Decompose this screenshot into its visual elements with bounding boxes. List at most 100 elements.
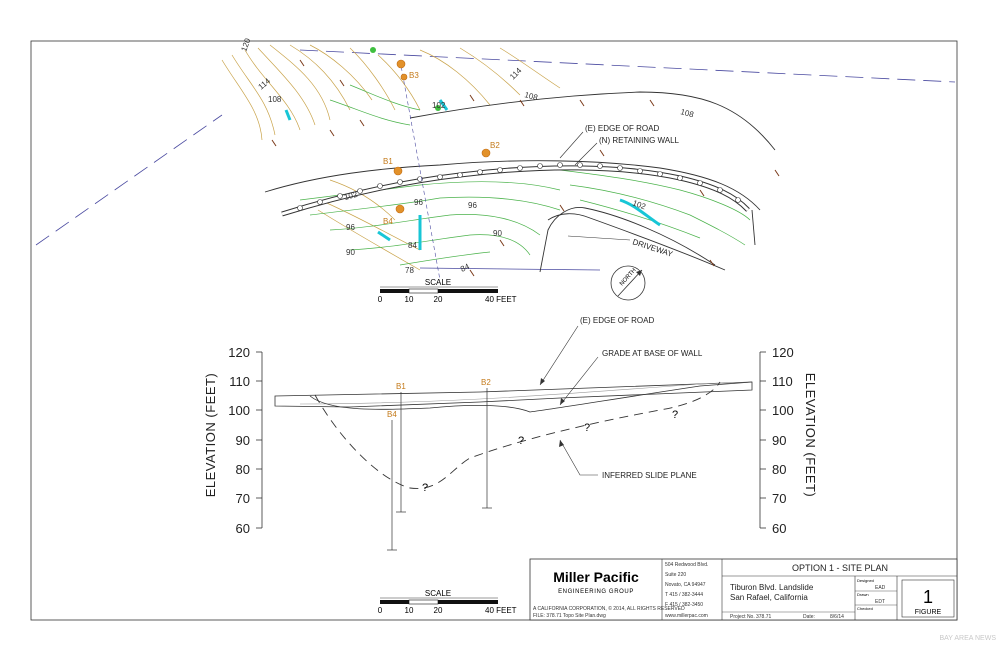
left-axis-ticks (256, 351, 262, 529)
property-line (299, 49, 956, 83)
plan-boring-b4: B4 (383, 217, 393, 226)
right-tick-labels: 120 110 100 90 80 70 60 (772, 345, 794, 536)
address-line: Suite 220 (665, 572, 686, 578)
property-line (35, 114, 223, 246)
svg-text:96: 96 (468, 201, 477, 210)
website: www.millerpac.com (665, 613, 708, 619)
vegetation (271, 59, 780, 277)
svg-text:90: 90 (236, 433, 250, 448)
svg-text:20: 20 (434, 606, 443, 615)
boring-symbols (393, 59, 491, 214)
svg-text:60: 60 (236, 521, 250, 536)
question-mark: ? (422, 482, 428, 494)
sheet-border (30, 40, 958, 621)
company-subtitle: ENGINEERING GROUP (558, 589, 634, 595)
svg-text:108: 108 (523, 90, 539, 102)
project-no: 378.71 (756, 614, 772, 620)
section-boring-b4: B4 (387, 410, 397, 419)
fax: F 415 / 382-3450 (665, 602, 703, 608)
date-label: Date: (803, 614, 815, 620)
svg-text:120: 120 (239, 37, 252, 53)
section-slide-label: INFERRED SLIDE PLANE (602, 471, 697, 480)
svg-text:102: 102 (343, 190, 359, 202)
project-no-label: Project No. (730, 614, 755, 620)
edge-of-road-leader (539, 325, 579, 386)
address-line: 504 Redwood Blvd. (665, 562, 708, 568)
file-name: FILE: 378.71 Topo Site Plan.dwg (533, 613, 606, 619)
wall-piers (297, 162, 741, 211)
drawn-label: Drawn (857, 592, 869, 597)
svg-text:114: 114 (508, 66, 524, 82)
grade-line (299, 381, 753, 405)
sheet-title: OPTION 1 - SITE PLAN (792, 563, 888, 573)
svg-text:102: 102 (432, 101, 446, 110)
phone: T 415 / 382-3444 (665, 592, 703, 598)
road-slab (274, 381, 753, 408)
svg-text:10: 10 (405, 295, 414, 304)
section-borings (387, 388, 492, 551)
retaining-wall-leader (574, 142, 598, 166)
section-line (399, 59, 441, 281)
section-grade-label: GRADE AT BASE OF WALL (602, 349, 703, 358)
svg-text:SCALE: SCALE (425, 278, 451, 287)
svg-text:120: 120 (772, 345, 794, 360)
property-line (419, 267, 601, 271)
svg-text:0: 0 (378, 295, 383, 304)
ground-surface (309, 381, 753, 413)
copyright-text: A CALIFORNIA CORPORATION, © 2014, ALL RI… (533, 605, 685, 612)
plan-scale-bar: SCALE 0 10 20 40 FEET (378, 278, 517, 304)
edge-road-leader (559, 131, 584, 159)
svg-text:110: 110 (229, 374, 250, 389)
svg-text:SCALE: SCALE (425, 589, 451, 598)
svg-text:114: 114 (257, 76, 273, 91)
plan-edge-of-road-label: (E) EDGE OF ROAD (585, 124, 659, 133)
date-value: 8/6/14 (830, 614, 844, 620)
svg-text:84: 84 (459, 262, 471, 274)
grade-leader (559, 356, 599, 406)
svg-text:84: 84 (408, 241, 417, 250)
svg-text:96: 96 (414, 198, 423, 207)
left-tick-labels: 120 110 100 90 80 70 60 (228, 345, 250, 536)
svg-text:40 FEET: 40 FEET (485, 295, 517, 304)
left-axis-title: ELEVATION (FEET) (203, 373, 218, 498)
section-boring-b1: B1 (396, 382, 406, 391)
road-lines (264, 91, 776, 273)
project-location: San Rafael, California (730, 593, 808, 602)
svg-text:70: 70 (772, 491, 786, 506)
driveway-label: DRIVEWAY (631, 237, 674, 259)
company-name: Miller Pacific (553, 569, 639, 585)
cyan-features (284, 99, 661, 250)
svg-text:80: 80 (772, 462, 786, 477)
project-name: Tiburon Blvd. Landslide (730, 583, 814, 592)
question-mark: ? (672, 409, 678, 421)
slide-plane (314, 381, 721, 489)
svg-text:10: 10 (405, 606, 414, 615)
slide-leader (559, 439, 598, 476)
section-edge-of-road-label: (E) EDGE OF ROAD (580, 316, 654, 325)
svg-text:102: 102 (631, 198, 647, 211)
question-mark: ? (584, 422, 590, 434)
plan-boring-b3: B3 (409, 71, 419, 80)
title-block: Miller Pacific ENGINEERING GROUP A CALIF… (529, 558, 958, 621)
svg-text:90: 90 (772, 433, 786, 448)
plan-boring-b2: B2 (490, 141, 500, 150)
tree-marker (370, 47, 376, 53)
svg-text:108: 108 (268, 95, 282, 104)
svg-text:100: 100 (228, 403, 250, 418)
svg-text:110: 110 (772, 374, 793, 389)
question-mark: ? (518, 435, 524, 447)
svg-text:90: 90 (346, 248, 355, 257)
contour-lines (221, 44, 561, 271)
svg-text:96: 96 (346, 223, 355, 232)
svg-text:100: 100 (772, 403, 794, 418)
designed-label: Designed (857, 578, 874, 583)
retaining-wall (281, 162, 750, 217)
designed-by: EAD (875, 585, 886, 591)
svg-text:120: 120 (228, 345, 250, 360)
driveway-arrow (567, 235, 631, 241)
watermark: BAY AREA NEWS (939, 635, 996, 642)
figure-number: 1 (923, 587, 933, 607)
right-axis-ticks (760, 351, 766, 529)
plan-boring-b1: B1 (383, 157, 393, 166)
